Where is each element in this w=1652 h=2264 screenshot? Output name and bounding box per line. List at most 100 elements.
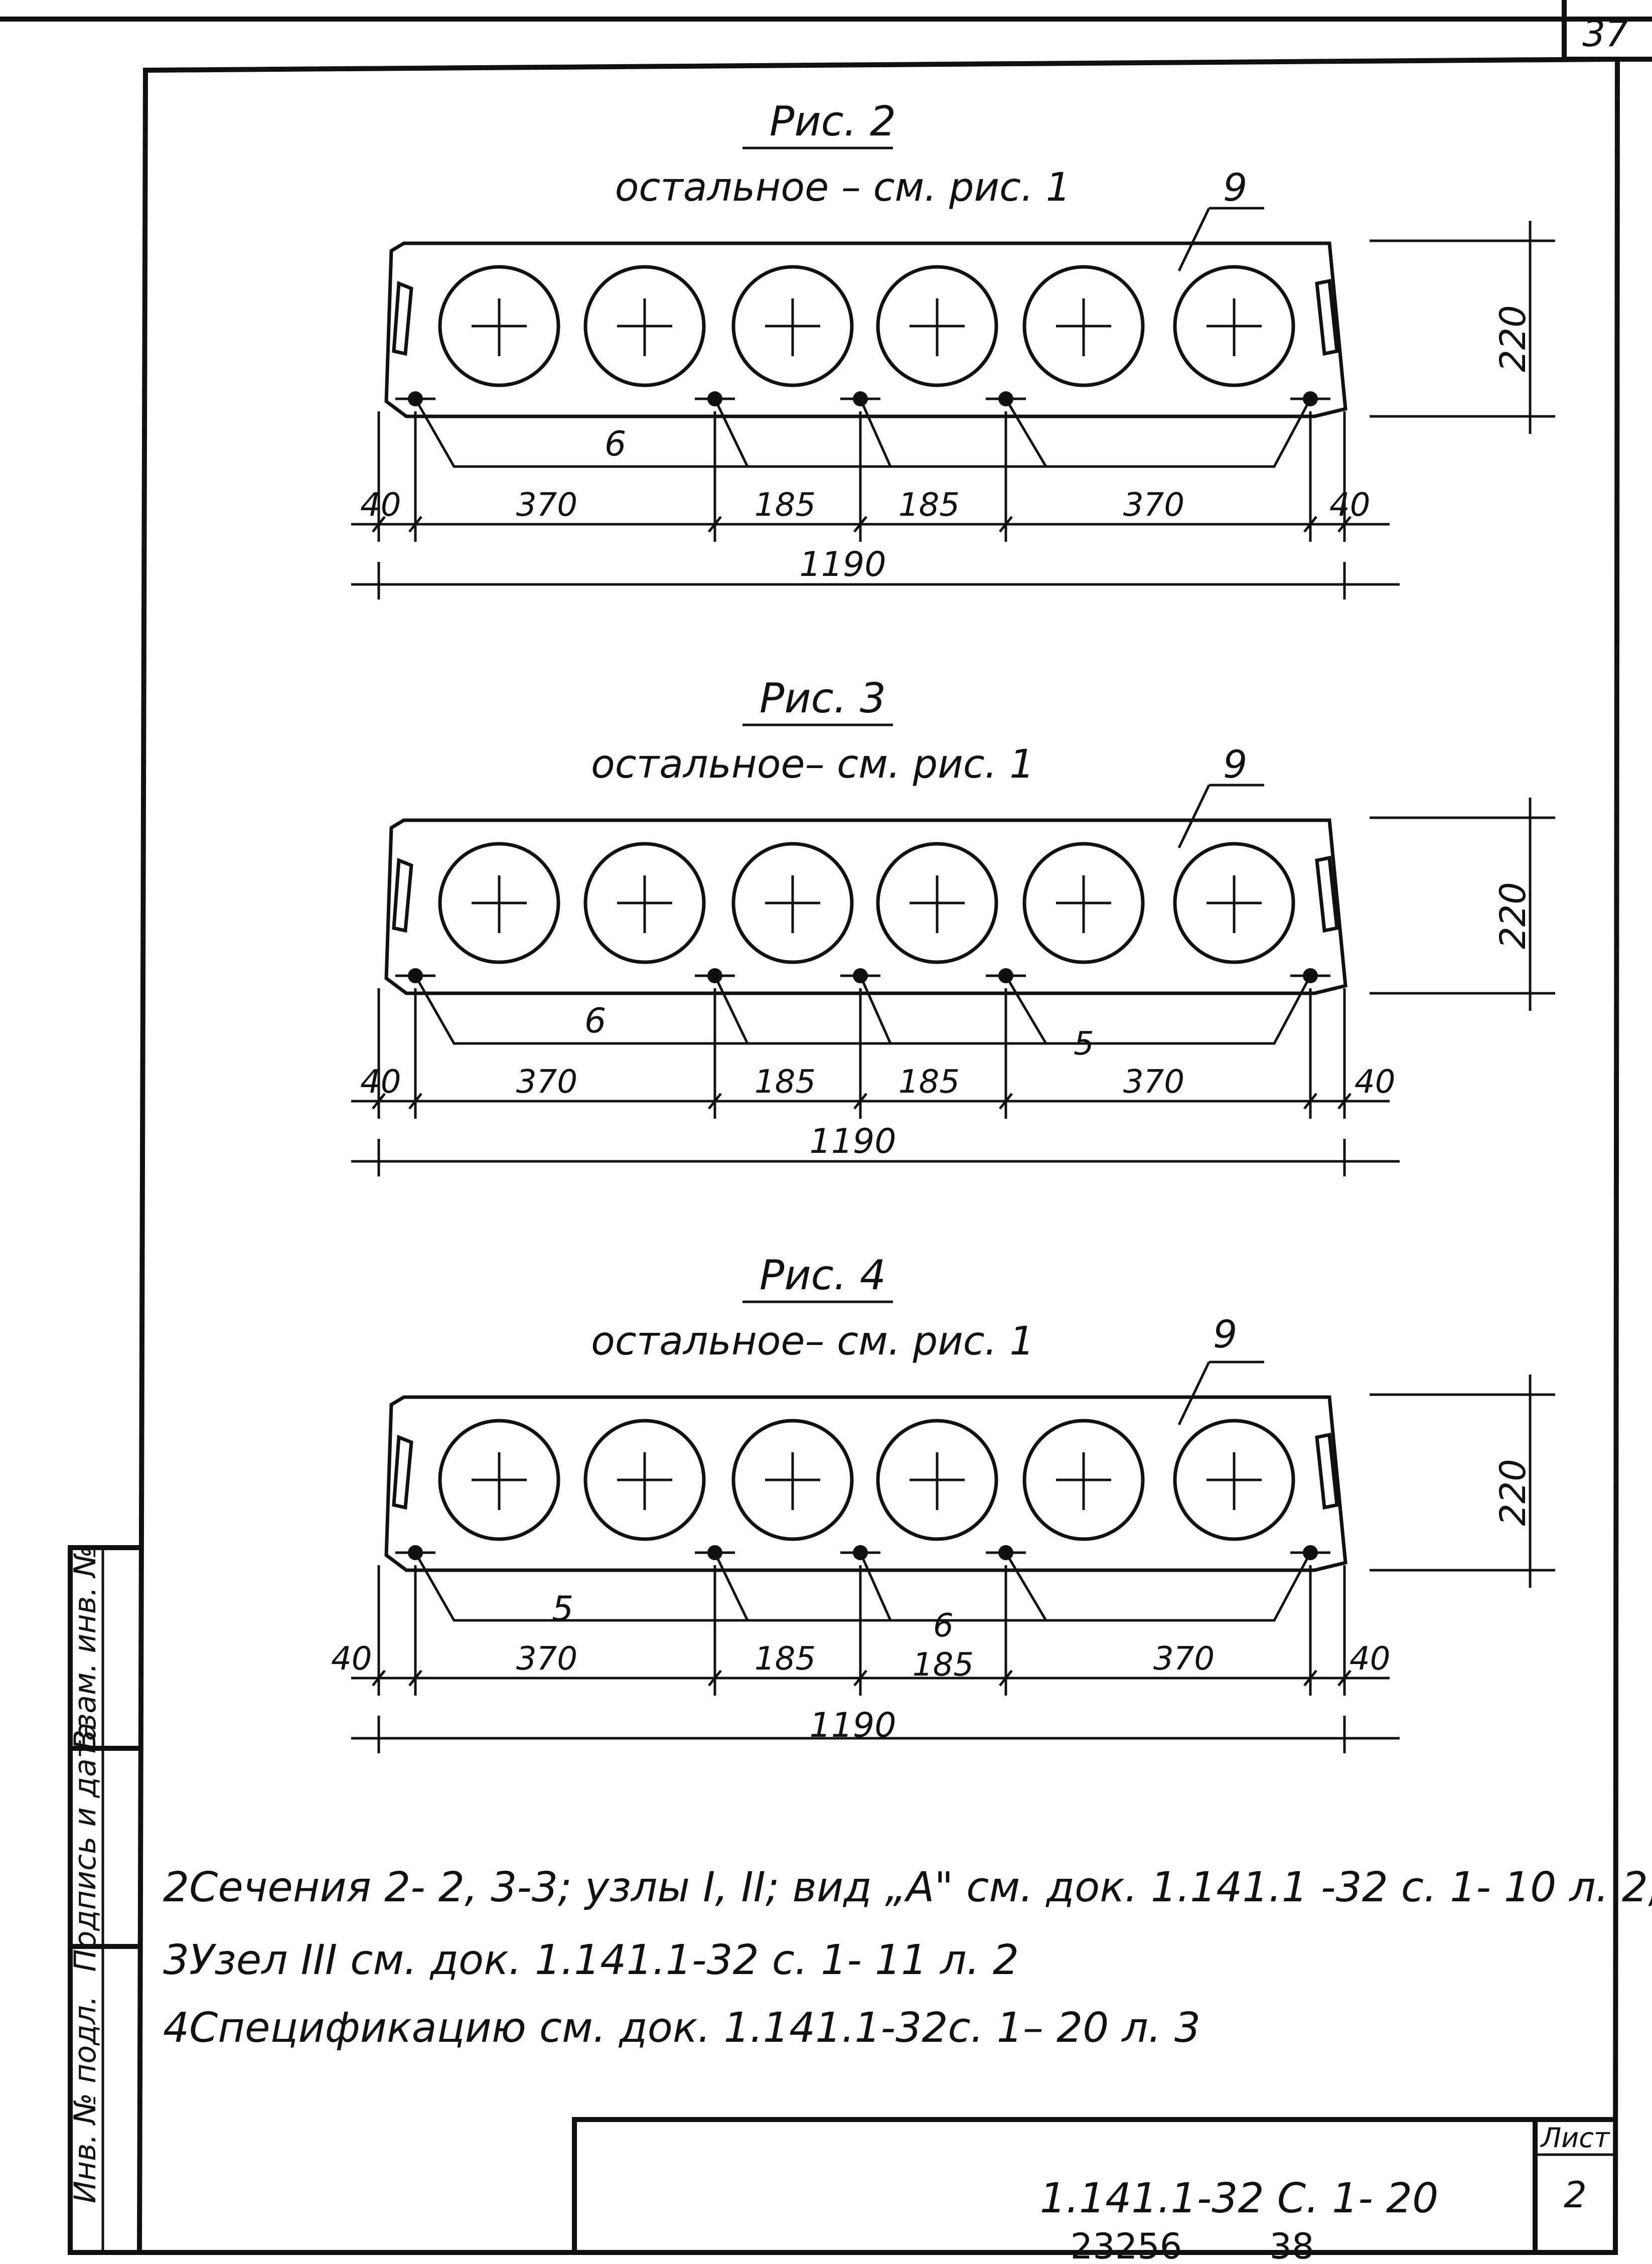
- figure-subtitle: остальное– см. рис. 1: [591, 742, 1034, 787]
- void-circle: [731, 265, 854, 387]
- void-circle: [583, 1419, 706, 1541]
- dim-370-right: 370: [1123, 487, 1184, 524]
- dim-185-b: 185: [898, 1064, 960, 1101]
- leader-label-left: 6: [605, 424, 626, 464]
- title-block-doc-code: 1.141.1-32 С. 1- 20: [1040, 2175, 1439, 2222]
- dim-370-right: 370: [1123, 1064, 1184, 1101]
- title-block: Лист 2 1.141.1-32 С. 1- 20: [572, 2117, 1615, 2252]
- dim-total: 1190: [809, 1122, 896, 1161]
- leader-line-b: [859, 398, 892, 468]
- title-block-outline: [572, 2117, 1615, 2252]
- leader-line-a: [713, 975, 749, 1044]
- note-2: 2Сечения 2- 2, 3-3; узлы I, II; вид „А" …: [163, 1864, 1652, 1911]
- void-circle: [1173, 1419, 1295, 1541]
- void-circle: [438, 1419, 560, 1541]
- dim-tick: [408, 1093, 422, 1110]
- figure-subtitle: остальное – см. рис. 1: [615, 165, 1071, 210]
- figure-title: Рис. 4: [760, 1252, 886, 1299]
- item-label-top: 9: [1223, 742, 1247, 787]
- dim-370-left: 370: [516, 1640, 577, 1678]
- footer-page-number: 38: [1269, 2226, 1314, 2264]
- void-circle: [1022, 1419, 1145, 1541]
- void-circle: [876, 265, 998, 387]
- slab-end-key-right: [1315, 278, 1339, 356]
- slab-end-key-right: [1315, 1432, 1339, 1510]
- void-circle: [583, 842, 706, 964]
- leader-line-c: [1004, 1552, 1047, 1621]
- dim-370-left: 370: [516, 1064, 577, 1101]
- figure-title: Рис. 3: [760, 675, 886, 722]
- side-stamp-outline: [68, 1545, 139, 2255]
- sheet-corner-number: 37: [1582, 13, 1628, 55]
- leader-line-main: [414, 398, 1312, 468]
- dim-tick: [1303, 516, 1317, 533]
- void-circle: [583, 265, 706, 387]
- dim-40-right: 40: [1349, 1640, 1390, 1678]
- dim-tick: [1303, 1670, 1317, 1687]
- note-4: 4Спецификацию см. док. 1.141.1-32с. 1– 2…: [163, 2004, 1200, 2052]
- dim-tick: [1337, 1093, 1351, 1110]
- void-circle: [876, 1419, 998, 1541]
- dim-370-left: 370: [516, 487, 577, 524]
- dim-tick: [372, 1093, 386, 1110]
- dim-tick: [1337, 516, 1351, 533]
- dim-tick: [999, 1670, 1013, 1687]
- dim-tick: [999, 1093, 1013, 1110]
- leader-line-a: [713, 1552, 749, 1621]
- title-block-sheet-number: 2: [1564, 2174, 1587, 2216]
- side-stamp-vzam: Взам. инв. №: [68, 1546, 103, 1750]
- footer-order-number: 23256: [1071, 2226, 1182, 2264]
- dim-total: 1190: [799, 545, 886, 584]
- leader-line-main: [414, 1552, 1312, 1622]
- side-stamp-podpis: Подпись и дата: [68, 1723, 103, 1972]
- void-circle: [1173, 842, 1295, 964]
- leader-label-left: 5: [552, 1589, 573, 1629]
- void-circle: [876, 842, 998, 964]
- dim-total: 1190: [809, 1706, 896, 1745]
- dim-tick: [853, 1670, 867, 1687]
- void-circle: [731, 1419, 854, 1541]
- side-stamp: Взам. инв. № Подпись и дата Инв. № подл.: [68, 1545, 139, 2255]
- leader-line-c: [1004, 975, 1047, 1044]
- dim-tick: [408, 516, 422, 533]
- height-dimension: 220: [1492, 305, 1534, 372]
- dim-tick: [372, 516, 386, 533]
- leader-line-c: [1004, 398, 1047, 468]
- dim-tick: [853, 1093, 867, 1110]
- dim-40-left: 40: [360, 487, 401, 524]
- dim-tick: [1303, 1093, 1317, 1110]
- dim-tick: [708, 1670, 722, 1687]
- height-dimension: 220: [1492, 882, 1534, 949]
- dim-370-right: 370: [1153, 1640, 1215, 1678]
- dim-185-a: 185: [755, 1064, 816, 1101]
- dim-tick: [372, 1670, 386, 1687]
- item-leader: [1177, 1361, 1211, 1426]
- void-circle: [1173, 265, 1295, 387]
- dim-40-left: 40: [360, 1064, 401, 1101]
- leader-label-right: 5: [1074, 1025, 1094, 1063]
- dim-185-a: 185: [755, 487, 816, 524]
- figure-ris-2: Рис. 2 остальное – см. рис. 1 9 6 220 40…: [351, 98, 1555, 599]
- dim-tick: [708, 516, 722, 533]
- void-circle: [1022, 842, 1145, 964]
- item-leader: [1177, 207, 1211, 272]
- void-circle: [1022, 265, 1145, 387]
- void-circle: [438, 842, 560, 964]
- dim-tick: [999, 516, 1013, 533]
- void-circle: [731, 842, 854, 964]
- leader-line-b: [859, 975, 892, 1044]
- figure-ris-3: Рис. 3 остальное– см. рис. 1 9 6 5 220 4…: [351, 675, 1555, 1176]
- leader-line-b: [859, 1552, 892, 1621]
- dim-tick: [408, 1670, 422, 1687]
- dim-tick: [1337, 1670, 1351, 1687]
- note-3: 3Узел III см. док. 1.141.1-32 с. 1- 11 л…: [163, 1936, 1019, 1984]
- void-circle: [438, 265, 560, 387]
- figure-subtitle: остальное– см. рис. 1: [591, 1319, 1034, 1364]
- slab-end-key-left: [392, 1434, 413, 1510]
- dim-tick: [708, 1093, 722, 1110]
- dim-185-b: 185: [913, 1646, 974, 1684]
- leader-line-main: [414, 975, 1312, 1045]
- side-stamp-inv-podl: Инв. № подл.: [68, 1996, 103, 2203]
- figure-ris-4: Рис. 4 остальное– см. рис. 1 9 5 6 220 4…: [331, 1252, 1555, 1753]
